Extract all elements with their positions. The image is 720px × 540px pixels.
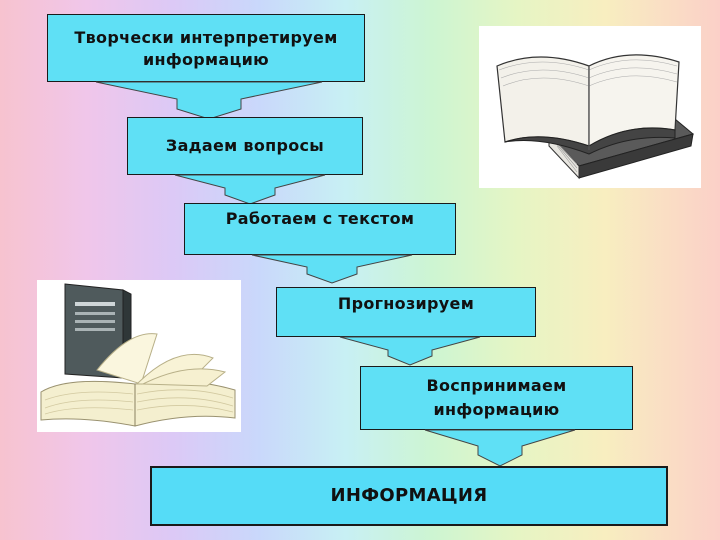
final-box-information: ИНФОРМАЦИЯ — [150, 466, 668, 526]
step-box-interpret: Творчески интерпретируем информацию — [47, 14, 365, 82]
open-books-stack-image — [479, 26, 701, 188]
step-box-perceive: Воспринимаем информацию — [360, 366, 633, 430]
step-label-predict: Прогнозируем — [337, 294, 475, 313]
step-box-work-with-text: Работаем с текстом — [184, 203, 456, 255]
down-arrow-icon — [339, 336, 481, 366]
open-book-image — [37, 280, 241, 432]
down-arrow-icon — [95, 81, 323, 120]
step-label-interpret: Творчески интерпретируем информацию — [74, 28, 338, 69]
down-arrow-icon — [251, 254, 413, 284]
final-label-information: ИНФОРМАЦИЯ — [330, 485, 488, 506]
down-arrow-icon — [174, 174, 326, 205]
step-box-ask-questions: Задаем вопросы — [127, 117, 363, 175]
step-label-ask-questions: Задаем вопросы — [165, 136, 325, 155]
step-label-work-with-text: Работаем с текстом — [225, 209, 415, 228]
step-box-predict: Прогнозируем — [276, 287, 536, 337]
open-books-stack-icon — [496, 54, 695, 180]
open-book-with-closed-book-icon — [40, 283, 236, 427]
step-label-perceive: Воспринимаем информацию — [426, 376, 567, 419]
down-arrow-icon — [424, 429, 576, 467]
